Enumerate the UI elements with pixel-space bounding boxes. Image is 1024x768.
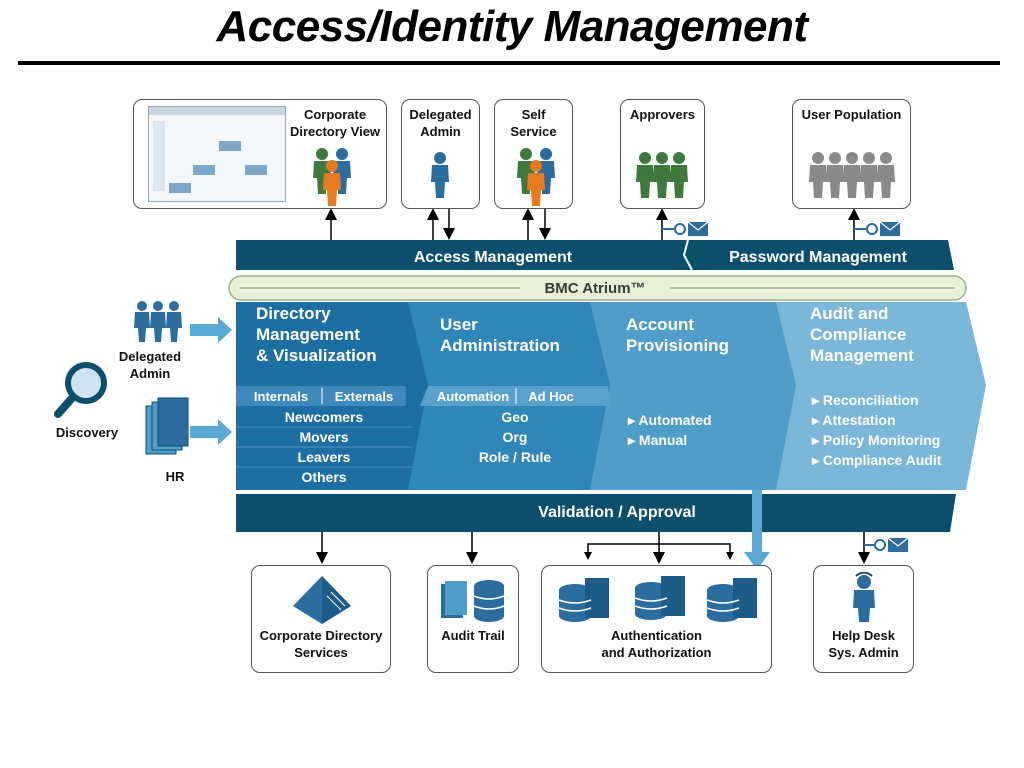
corporate-directory-view-box — [133, 99, 387, 209]
tab-internals[interactable]: Internals — [253, 389, 309, 404]
delegated-admin-in-arrow — [190, 317, 232, 343]
tab-automation[interactable]: Automation — [436, 389, 510, 404]
directory-screenshot-thumbnail — [148, 106, 286, 202]
help-desk-person-icon — [853, 572, 875, 622]
directory-pyramid-icon — [293, 576, 351, 624]
hr-documents-icon — [145, 397, 189, 455]
access-management-bar — [236, 240, 954, 270]
bmc-atrium-band — [228, 275, 967, 301]
provisioning-down-shaft — [752, 490, 762, 554]
audit-title: Audit and Compliance Management — [810, 304, 914, 365]
approvers-people-icon — [636, 152, 688, 198]
list-item-movers: Movers — [299, 429, 349, 445]
corporate-directory-view-label: Corporate Directory View — [289, 107, 381, 139]
list-item-policy-monitoring: ▸ Policy Monitoring — [812, 432, 941, 448]
user-population-people-icon — [809, 152, 895, 198]
ua-tab-strip — [420, 386, 610, 406]
left-delegated-admin-label: Delegated Admin — [118, 349, 182, 381]
bullet-icon: ▸ — [812, 452, 823, 468]
user-population-label: User Population — [801, 107, 902, 122]
audit-trail-icon — [441, 580, 505, 622]
self-service-people-icon — [517, 148, 555, 206]
list-item-org: Org — [502, 429, 528, 445]
bar-divider — [682, 239, 693, 271]
authentication-label: Authentication and Authorization — [601, 628, 712, 660]
discovery-label: Discovery — [55, 425, 119, 440]
validation-approval-label: Validation / Approval — [538, 504, 696, 521]
corporate-directory-services-label: Corporate Directory Services — [259, 628, 383, 660]
approvers-label: Approvers — [629, 107, 696, 122]
tab-externals[interactable]: Externals — [334, 389, 394, 404]
title-underline — [18, 61, 1000, 65]
page-title: Access/Identity Management — [216, 2, 808, 51]
audit-trail-box — [427, 565, 519, 673]
key-envelope-icon-helpdesk — [864, 537, 909, 552]
access-management-label: Access Management — [413, 249, 573, 266]
bmc-atrium-label: BMC Atrium™ — [544, 280, 646, 297]
list-item-leavers: Leavers — [297, 449, 351, 465]
authentication-servers-icon — [558, 576, 757, 622]
list-item-manual: ▸ Manual — [628, 432, 688, 448]
list-item-newcomers: Newcomers — [284, 409, 364, 425]
account-provisioning-title: Account Provisioning — [626, 315, 729, 355]
directory-title: Directory Management & Visualization — [256, 304, 377, 365]
audit-trail-label: Audit Trail — [441, 628, 505, 643]
key-envelope-icon-approvers — [662, 221, 709, 236]
delegated-admin-person-icon — [431, 152, 449, 198]
hr-in-arrow — [190, 419, 232, 445]
list-item-attestation: ▸ Attestation — [812, 412, 896, 428]
list-item-role-rule: Role / Rule — [478, 449, 552, 465]
magnifier-icon — [54, 362, 107, 418]
col-audit-shape — [776, 302, 986, 490]
top-people-layer — [313, 148, 895, 206]
self-service-label: Self Service — [510, 107, 557, 139]
list-item-reconciliation: ▸ Reconciliation — [812, 392, 919, 408]
list-item-automated: ▸ Automated — [628, 412, 712, 428]
password-management-label: Password Management — [729, 249, 907, 266]
user-admin-title: User Administration — [440, 315, 560, 355]
provisioning-down-head — [744, 552, 770, 570]
bullet-icon: ▸ — [812, 392, 823, 408]
left-delegated-admin-icon — [134, 301, 182, 342]
key-envelope-icon-population — [854, 221, 901, 236]
tab-ad-hoc[interactable]: Ad Hoc — [528, 389, 574, 404]
dir-tab-strip — [236, 386, 406, 406]
col-account-shape — [590, 302, 800, 490]
hr-label: HR — [165, 469, 185, 484]
bullet-icon: ▸ — [812, 412, 823, 428]
bullet-icon: ▸ — [628, 432, 639, 448]
list-item-geo: Geo — [501, 409, 529, 425]
delegated-admin-label: Delegated Admin — [409, 107, 472, 139]
list-item-compliance-audit: ▸ Compliance Audit — [812, 452, 942, 468]
bullet-icon: ▸ — [812, 432, 823, 448]
validation-bar — [236, 494, 956, 532]
corporate-directory-people-icon — [313, 148, 351, 206]
bullet-icon: ▸ — [628, 412, 639, 428]
list-item-others: Others — [301, 469, 347, 485]
help-desk-label: Help Desk Sys. Admin — [828, 628, 899, 660]
